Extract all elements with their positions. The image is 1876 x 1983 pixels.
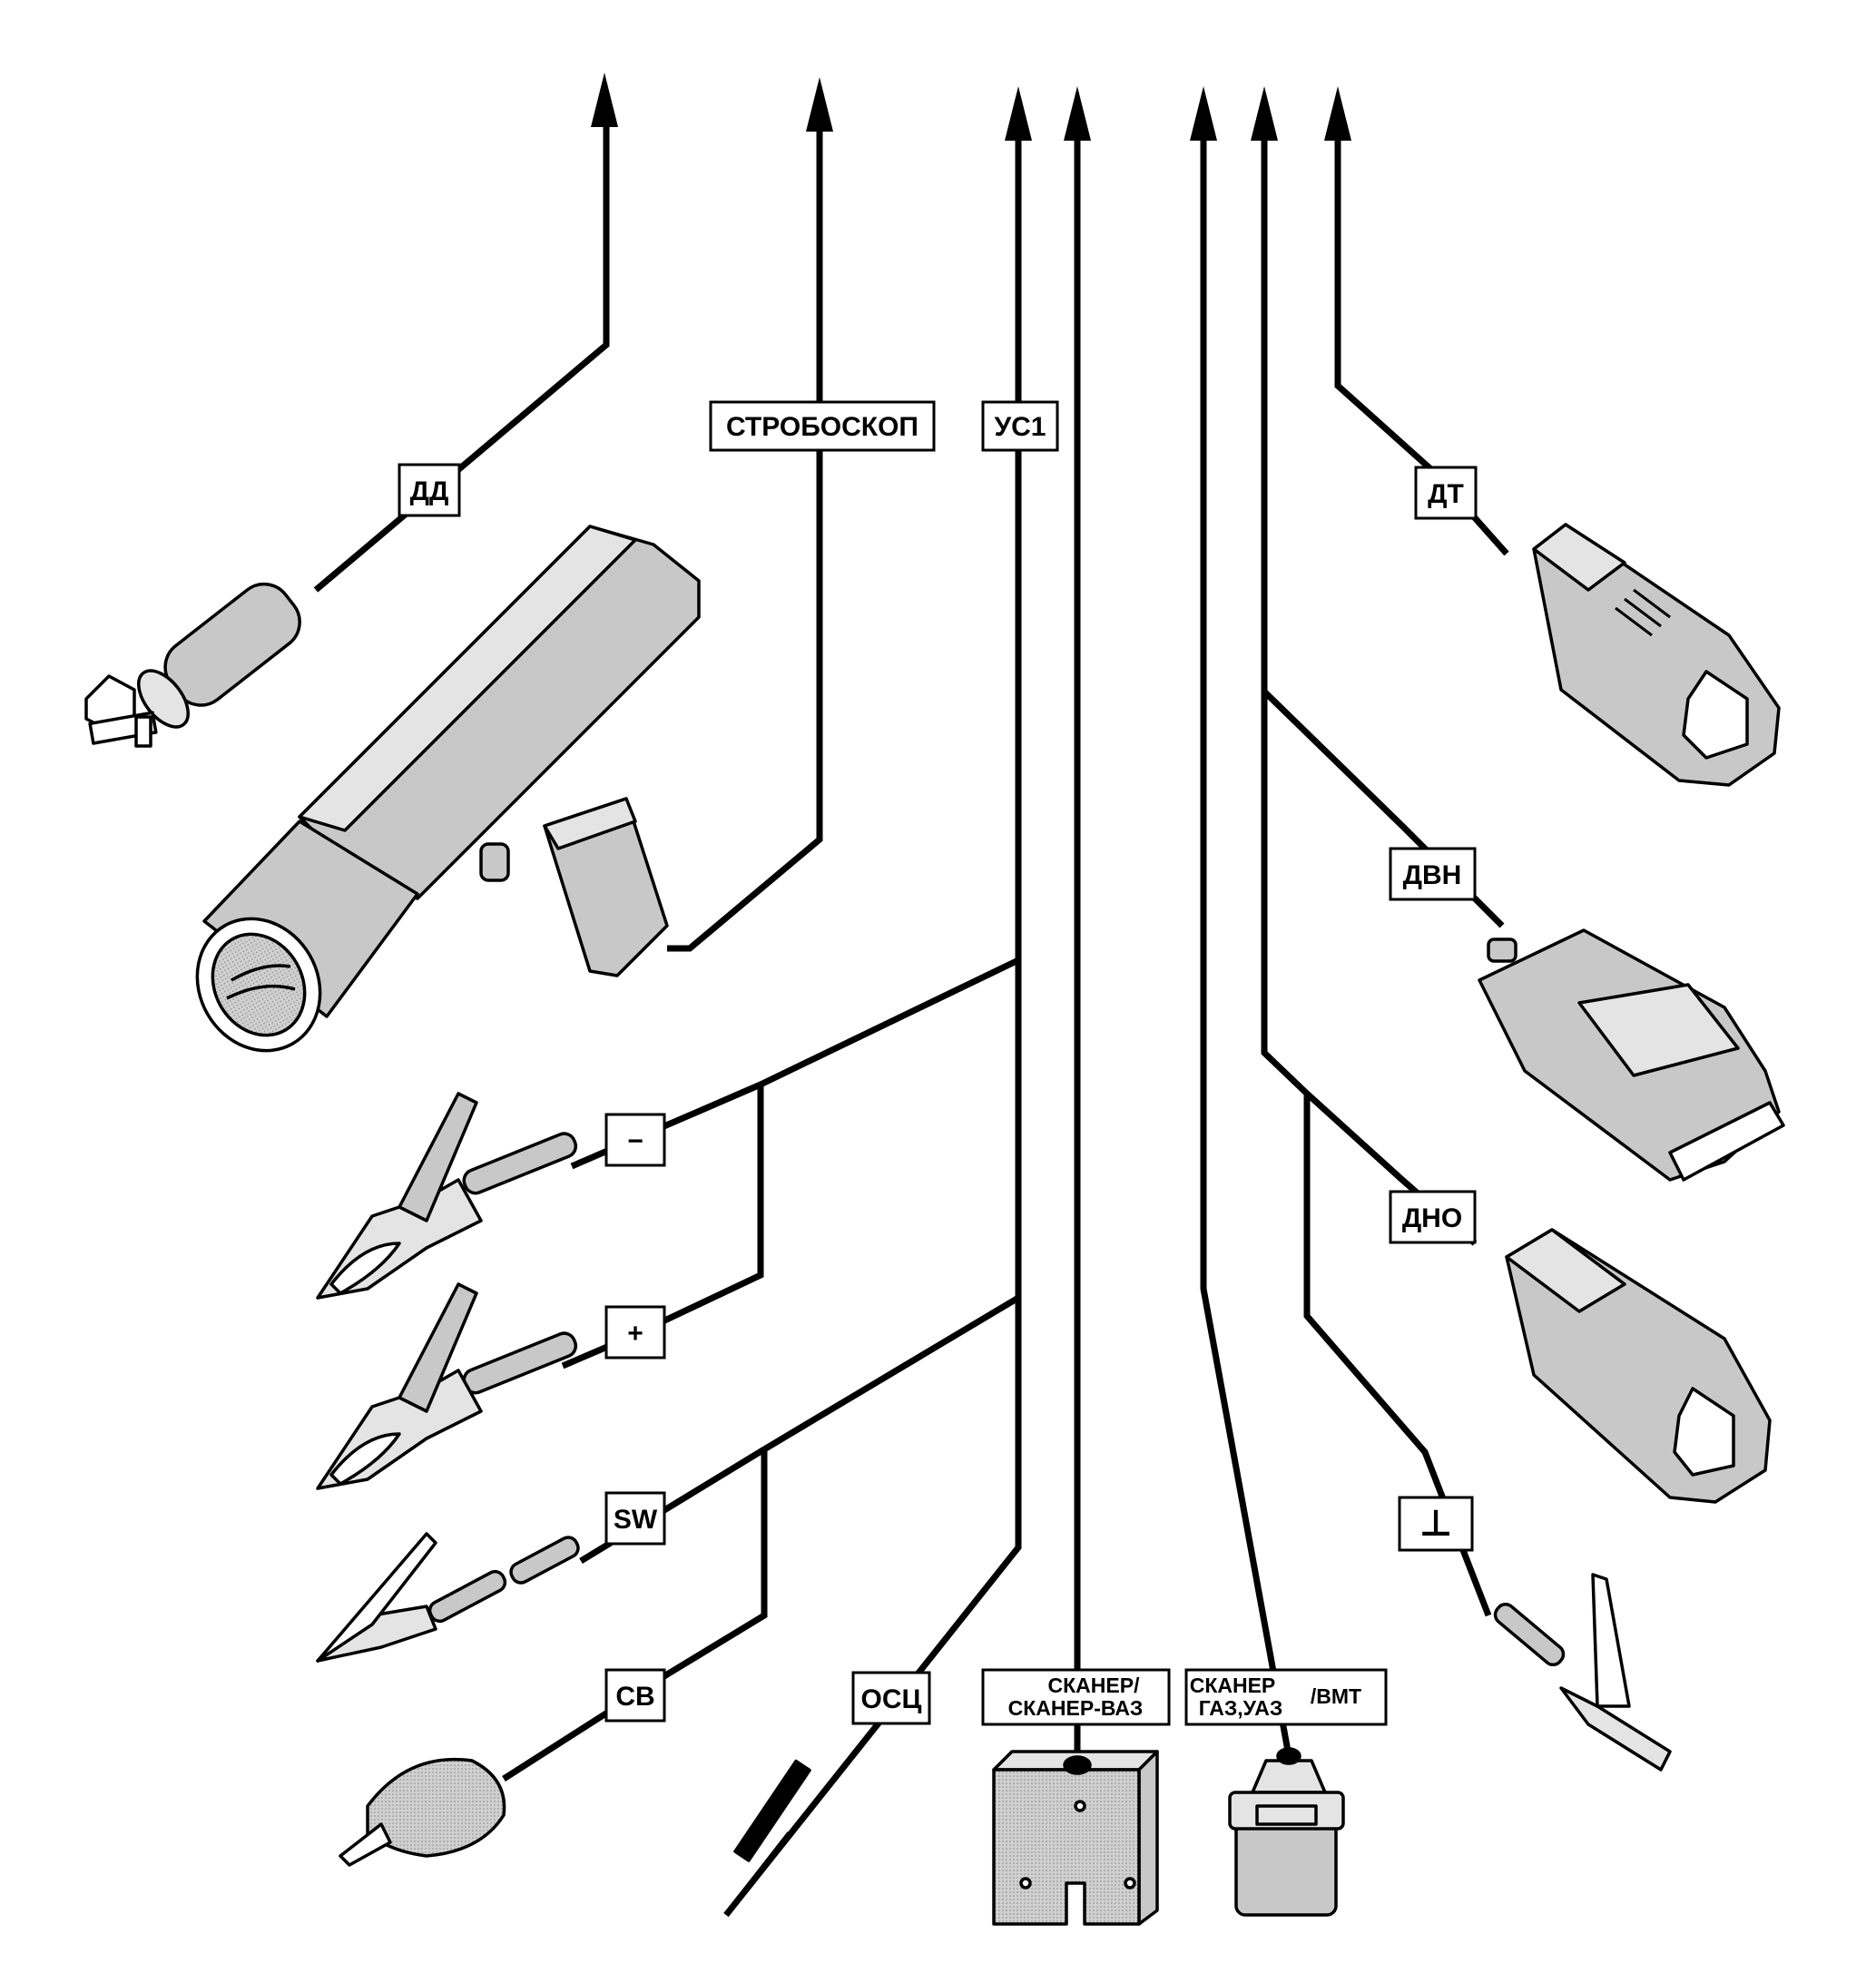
svg-text:/ВМТ: /ВМТ — [1311, 1684, 1361, 1708]
label-sw: SW — [604, 1491, 666, 1546]
high-voltage-sensor-clip-icon — [1478, 928, 1785, 1182]
wire-us1 — [723, 141, 1022, 1918]
label-plus: + — [604, 1305, 666, 1360]
wire-plus — [561, 1085, 764, 1369]
svg-text:СВ: СВ — [615, 1682, 654, 1712]
timing-light-gun-icon — [195, 525, 701, 1053]
svg-text:УС1: УС1 — [994, 412, 1046, 442]
svg-text:ОСЦ: ОСЦ — [861, 1684, 922, 1714]
label-stroboscope: СТРОБОСКОП — [709, 400, 936, 452]
small-alligator-clip-icon — [316, 1532, 580, 1663]
svg-text:⊥: ⊥ — [1419, 1504, 1453, 1544]
wire-cb — [502, 1449, 768, 1782]
alligator-clip-icon — [316, 1282, 578, 1490]
label-scanner-gaz: СКАНЕР ГАЗ,УАЗ /ВМТ — [1184, 1668, 1388, 1726]
svg-text:ДНО: ДНО — [1402, 1203, 1462, 1233]
label-scanner-vaz: СКАНЕР/ СКАНЕР-ВАЗ — [981, 1668, 1171, 1726]
svg-text:ДВН: ДВН — [1403, 860, 1462, 890]
wire-minus — [570, 1081, 762, 1170]
wire-branch-sw-cb — [762, 1294, 1020, 1453]
round-diagnostic-connector-icon — [1228, 1747, 1345, 1917]
wire-stroboscope — [667, 132, 823, 952]
label-ground: ⊥ — [1398, 1496, 1474, 1552]
label-us1: УС1 — [981, 400, 1059, 452]
label-osc: ОСЦ — [851, 1671, 931, 1725]
svg-text:СКАНЕР/: СКАНЕР/ — [1048, 1674, 1141, 1697]
wire-dd — [313, 127, 610, 593]
label-dno: ДНО — [1389, 1190, 1477, 1244]
svg-text:SW: SW — [614, 1505, 658, 1535]
arrowheads — [591, 73, 1351, 141]
diagnostic-connector-block-icon — [992, 1750, 1159, 1926]
wire-scanner-gaz — [1200, 141, 1292, 1757]
svg-text:СКАНЕР: СКАНЕР — [1190, 1674, 1276, 1697]
alligator-clip-icon — [316, 1092, 578, 1300]
label-minus: − — [604, 1113, 666, 1167]
svg-text:ДТ: ДТ — [1428, 479, 1464, 509]
svg-text:ДД: ДД — [410, 476, 449, 506]
pressure-sensor-icon — [84, 582, 301, 748]
wires — [313, 127, 1509, 1918]
label-dd: ДД — [398, 463, 461, 517]
svg-text:ГАЗ,УАЗ: ГАЗ,УАЗ — [1199, 1696, 1283, 1720]
svg-text:−: − — [627, 1126, 643, 1156]
temperature-sensor-clip-icon — [1532, 523, 1781, 787]
label-dt: ДТ — [1414, 466, 1478, 520]
voltage-sensor-clip-icon — [1505, 1228, 1772, 1504]
svg-text:СТРОБОСКОП: СТРОБОСКОП — [726, 412, 918, 442]
label-dvn: ДВН — [1389, 847, 1477, 901]
wire-dvn-dno — [1261, 141, 1478, 1246]
ground-alligator-clip-icon — [1493, 1573, 1672, 1772]
label-sv: СВ — [604, 1668, 666, 1723]
svg-text:+: + — [627, 1319, 643, 1349]
wire-branch-minus-plus — [759, 957, 1020, 1088]
svg-text:СКАНЕР-ВАЗ: СКАНЕР-ВАЗ — [1008, 1696, 1144, 1720]
hv-capacitive-clip-icon — [339, 1757, 506, 1867]
oscilloscope-probe-icon — [723, 1759, 811, 1917]
